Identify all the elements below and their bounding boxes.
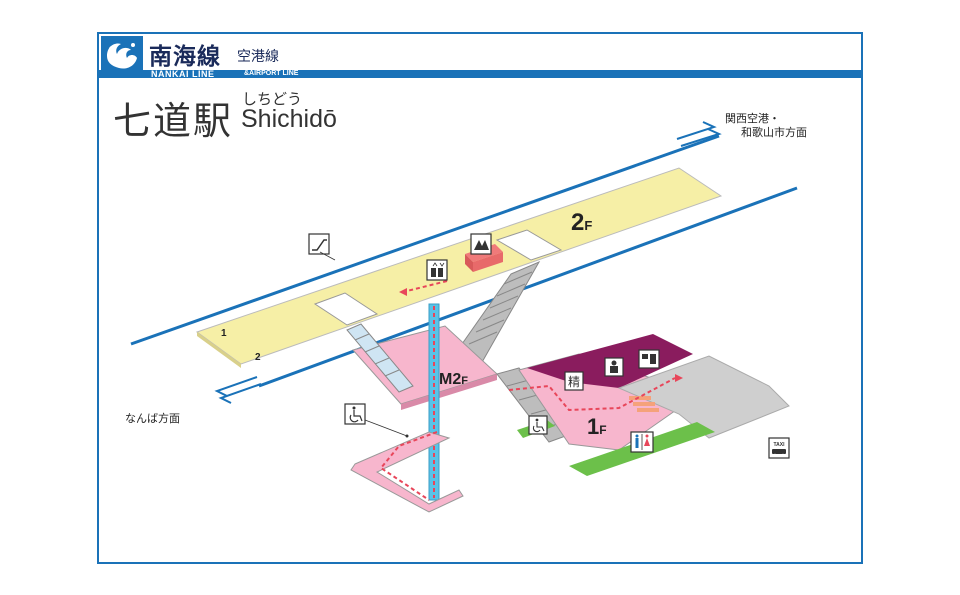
track-line-upper [130,134,720,346]
line-name: 南海線 [149,43,221,69]
route-line-2f [402,280,448,293]
platform-2f-edge [197,332,241,368]
header-band [99,70,861,78]
station-name-kana: しちどう [242,91,303,108]
direction-label-down: なんば方面 [125,411,180,425]
arrow-down-direction-icon [214,376,262,404]
line-sub-en: &AIRPORT LINE [244,70,299,77]
stairs-up-icon [470,233,492,255]
station-staff-icon [604,357,624,377]
direction-label-up: 関西空港・ [725,111,780,125]
walkway-lower [350,431,464,513]
fare-adjustment-label: 精 [568,375,580,389]
line-name-en: NANKAI LINE [151,69,215,79]
route-arrow-1f-icon [675,374,683,382]
stairs-west [346,323,414,393]
track-number-2: 2 [255,352,261,363]
restroom-icon [630,431,654,453]
floor-label-m2f: M2F [439,371,468,388]
wheelchair-icon-1f [528,415,548,435]
nankai-logo-icon [101,36,143,76]
track-line-lower [258,186,798,388]
taxi-icon: TAXI [768,437,790,459]
elevator-shaft [428,303,440,501]
route-line-1f [508,377,676,412]
ticket-machine-icon [638,349,660,369]
map-frame: 南海線 空港線 NANKAI LINE &AIRPORT LINE 七道駅 しち… [97,32,863,564]
fare-adjustment-icon: 精 [564,371,584,391]
station-name-en: Shichidō [241,105,337,133]
direction-label-up-2: 和歌山市方面 [741,125,807,139]
svg-text:TAXI: TAXI [773,442,785,448]
wheelchair-icon-m2 [344,403,409,438]
arrow-up-direction-icon [676,121,722,147]
station-diagram: 精 TAXI 2F M2F 1F [125,111,807,513]
escalator-icon [308,233,336,261]
elevator-icon [426,259,448,281]
platform-opening-east [495,229,563,261]
exit-area [617,355,790,439]
floor-m2-edge [401,374,497,410]
route-arrow-2f-icon [399,288,407,296]
floor-label-2f: 2F [571,209,592,236]
line-sub: 空港線 [237,48,279,64]
station-name-jp: 七道駅 [113,101,234,143]
floor-label-1f: 1F [587,414,607,439]
platform-opening-west [313,292,379,326]
platform-2f [195,167,723,365]
header: 南海線 空港線 NANKAI LINE &AIRPORT LINE [99,34,861,79]
ticket-gates [629,396,659,412]
track-number-1: 1 [221,328,227,339]
